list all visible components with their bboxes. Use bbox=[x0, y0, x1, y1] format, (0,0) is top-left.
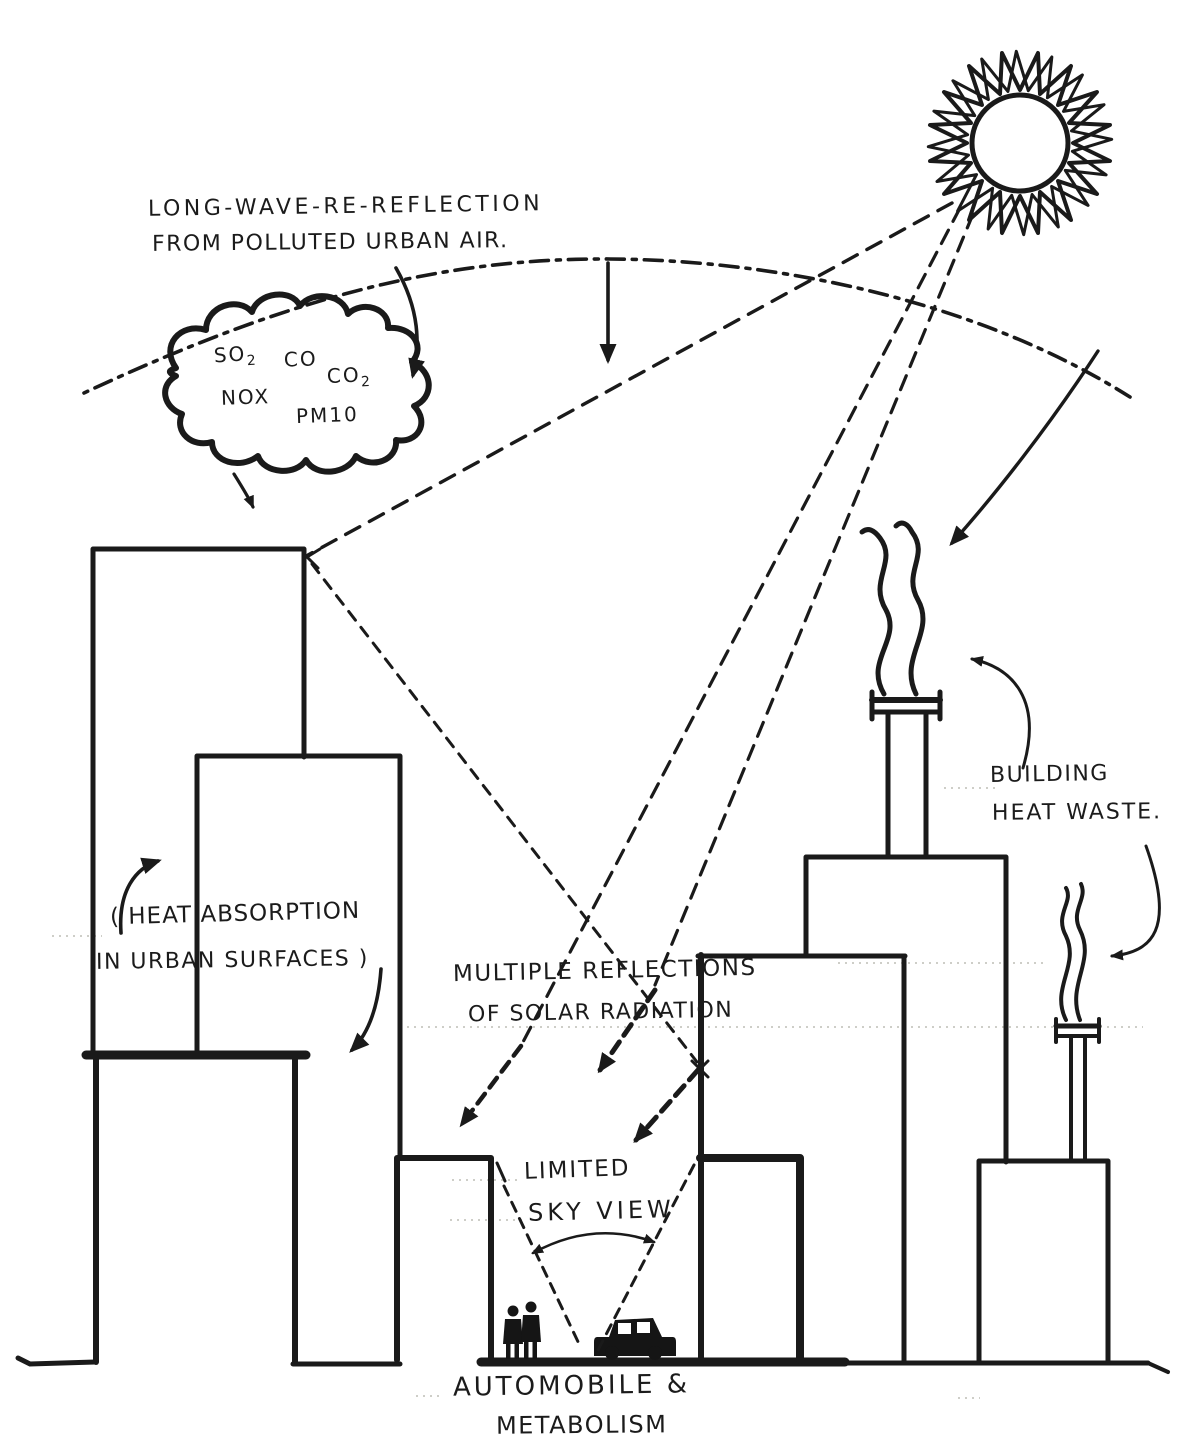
building-heat-waste-label-line2: HEAT WASTE. bbox=[991, 799, 1163, 826]
sun-icon bbox=[926, 49, 1114, 237]
pollutant-co: CO bbox=[283, 346, 319, 372]
pedestrians-icon bbox=[503, 1301, 541, 1359]
building-canyon-right bbox=[696, 952, 804, 1364]
smoke-icon bbox=[859, 520, 926, 697]
smoke-icon-low bbox=[1059, 882, 1087, 1022]
solar-rays bbox=[306, 201, 975, 1143]
heat-waste-arrow-1 bbox=[970, 655, 1031, 770]
cloud-icon bbox=[162, 291, 432, 475]
automobile-metabolism-label-line2: METABOLISM bbox=[495, 1410, 668, 1440]
heat-absorption-arrow bbox=[118, 857, 162, 935]
atmosphere-arc bbox=[82, 257, 1132, 399]
annotation-arrows bbox=[118, 261, 1161, 1053]
pollutant-nox: NOX bbox=[220, 384, 271, 410]
chimney-low bbox=[1053, 1017, 1102, 1162]
text-to-cloud-arrow bbox=[394, 266, 425, 379]
building-left-mid bbox=[194, 753, 403, 1160]
surfaces-down-arrow bbox=[349, 967, 383, 1053]
limited-sky-view-label-line2: SKY VIEW bbox=[527, 1195, 676, 1227]
heat-absorption-label-line2: IN URBAN SURFACES ) bbox=[95, 946, 370, 975]
cloud-down-arrow bbox=[232, 472, 255, 509]
ground-line bbox=[15, 1355, 1170, 1374]
pollutant-co2: CO2 bbox=[326, 362, 373, 391]
pencil-guides bbox=[52, 787, 1143, 1399]
ray-hit-ticks bbox=[305, 547, 710, 1079]
heat-waste-arrow-2 bbox=[1110, 844, 1161, 961]
pollutant-pm10: PM10 bbox=[295, 401, 360, 429]
sun-to-smoke-arrow bbox=[949, 349, 1100, 546]
automobile-metabolism-label-line1: AUTOMOBILE & bbox=[452, 1369, 691, 1403]
sky-view-cone bbox=[495, 1161, 696, 1352]
building-right-low bbox=[976, 1158, 1111, 1365]
building-left-low bbox=[394, 1155, 494, 1363]
building-heat-waste-label-line1: BUILDING bbox=[989, 760, 1110, 789]
multiple-reflections-label-line2: OF SOLAR RADIATION bbox=[467, 997, 734, 1028]
longwave-label-line2: FROM POLLUTED URBAN AIR. bbox=[151, 228, 509, 257]
chimney-tall bbox=[869, 689, 943, 860]
car-icon bbox=[594, 1318, 676, 1360]
limited-sky-view-label-line1: LIMITED bbox=[523, 1155, 631, 1185]
pollutant-so2: SO2 bbox=[213, 341, 259, 370]
building-right-step bbox=[695, 854, 1009, 1365]
